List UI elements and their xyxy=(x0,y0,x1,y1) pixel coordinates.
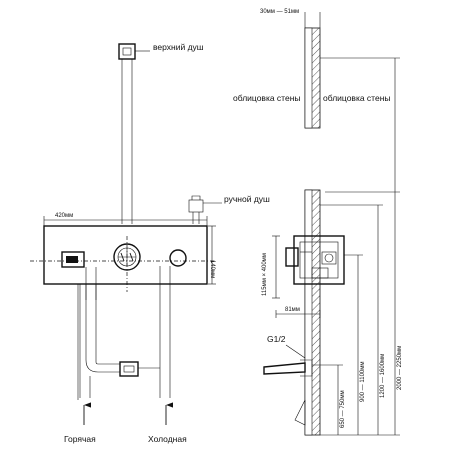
height-outlet-label: 900 — 1100мм xyxy=(360,362,366,403)
hand-shower-label: ручной душ xyxy=(224,194,270,204)
height-overhead-label: 2000 — 2250мм xyxy=(397,346,403,390)
diverter-knob xyxy=(169,249,187,267)
mixer-panel xyxy=(43,225,208,285)
box-size-label: 115мм × 400мм xyxy=(262,253,268,296)
panel-width-label: 420мм xyxy=(55,213,73,219)
hot-label: Горячая xyxy=(64,434,96,444)
cladding-thickness-label: 30мм — 51мм xyxy=(260,9,299,15)
lower-connector xyxy=(119,361,139,377)
front-view: верхний душ ручной душ 420мм 140мм Горяч… xyxy=(30,42,270,444)
hot-supply-pipe xyxy=(85,267,120,373)
cold-supply-pipe xyxy=(159,266,171,398)
cladding-right-label: облицовка стены xyxy=(323,93,391,103)
height-hand-shower-label: 1200 — 1600мм xyxy=(380,354,386,398)
side-view: 30мм — 51мм облицовка стены облицовка ст… xyxy=(233,9,403,436)
panel-height-label: 140мм xyxy=(209,260,215,278)
cold-label: Холодная xyxy=(148,434,187,444)
thread-label: G1/2 xyxy=(267,334,286,344)
tub-edge xyxy=(294,399,306,426)
upper-shower-label: верхний душ xyxy=(153,42,204,52)
embedded-box xyxy=(293,235,345,285)
spout xyxy=(263,362,306,375)
overhead-connector xyxy=(118,43,136,60)
cladding-left-label: облицовка стены xyxy=(233,93,301,103)
hand-shower-connector xyxy=(188,199,204,213)
depth-label: 81мм xyxy=(285,307,300,313)
spout-outlet xyxy=(61,251,85,268)
overhead-pipe xyxy=(121,59,133,224)
height-spout-label: 650 — 750мм xyxy=(340,390,346,428)
